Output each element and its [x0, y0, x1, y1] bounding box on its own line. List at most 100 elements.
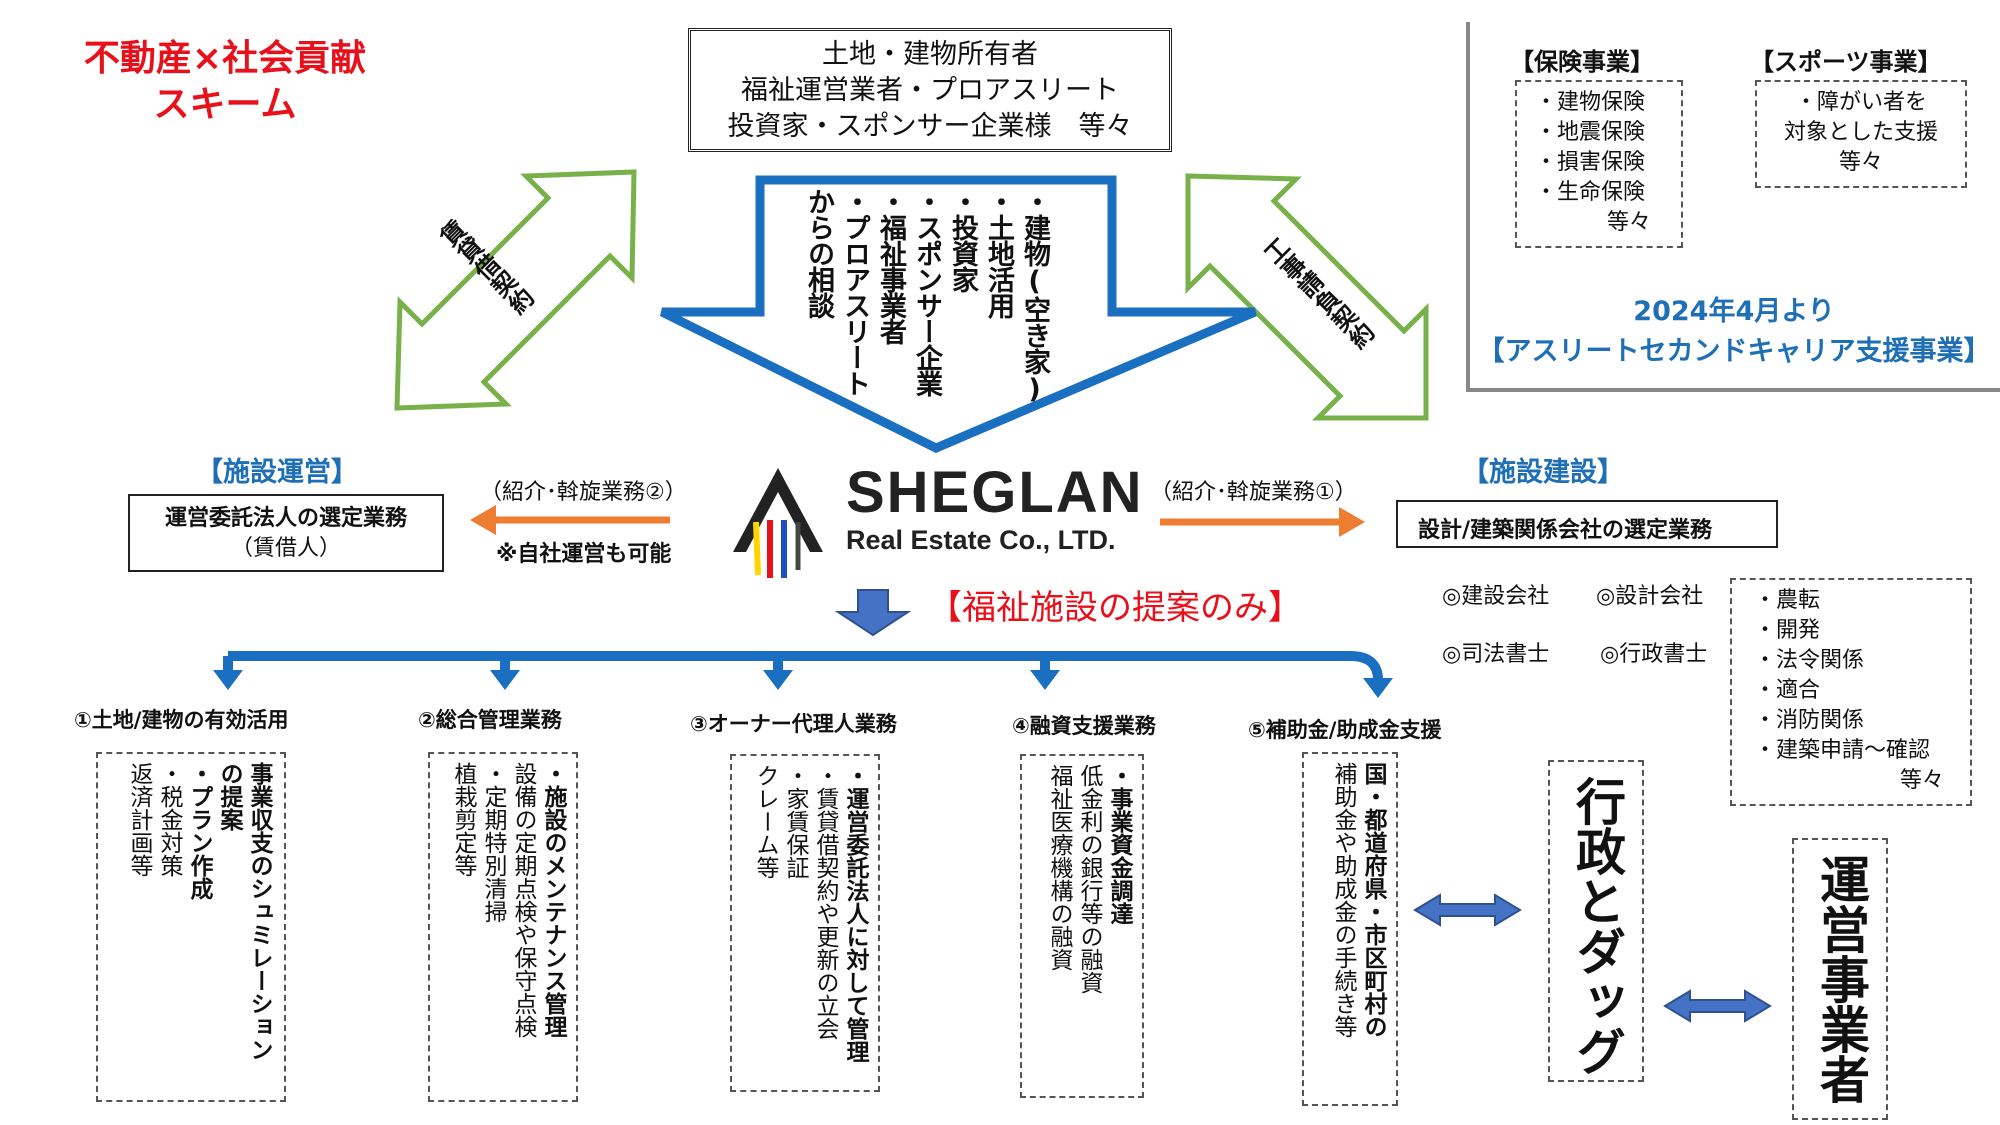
service-1-col-1: 事業収支のシュミレーション — [246, 762, 272, 1061]
athlete-program: 【アスリートセカンドキャリア支援事業】 — [1477, 336, 1991, 367]
partner-admin-scrivener: ◎行政書士 — [1600, 642, 1708, 667]
owners-box: 土地・建物所有者 福祉運営業者・プロアスリート 投資家・スポンサー企業様 等々 — [688, 28, 1172, 152]
permit-item-6: ・建築申請～確認 — [1754, 738, 1931, 763]
service-3-col-3: ・家賃保証 — [782, 764, 808, 879]
sports-box: ・障がい者を 対象とした支援 等々 — [1755, 80, 1967, 188]
insurance-item-3: ・損害保険 — [1535, 150, 1646, 175]
service-4-content: ・事業資金調達 低金利の銀行等の融資 福祉医療機構の融資 — [1044, 764, 1134, 1092]
service-5-col-2: 補助金や助成金の手続き等 — [1330, 762, 1356, 1038]
service-1-col-5: 返済計画等 — [126, 762, 152, 877]
permit-item-1: ・農転 — [1754, 588, 1821, 613]
service-4-col-3: 福祉医療機構の融資 — [1046, 764, 1072, 971]
insurance-item-4: ・生命保険 — [1535, 180, 1646, 205]
partner-design: ◎設計会社 — [1596, 584, 1704, 609]
sports-title: 【スポーツ事業】 — [1750, 48, 1942, 76]
consult-item-4: ・スポンサー企業 — [911, 188, 942, 396]
intro-2-label: （紹介･斡旋業務②） — [480, 480, 687, 505]
owners-line-3: 投資家・スポンサー企業様 等々 — [727, 111, 1133, 142]
athlete-career-note: 2024年4月より 【アスリートセカンドキャリア支援事業】 — [1468, 292, 2000, 372]
insurance-item-2: ・地震保険 — [1535, 120, 1646, 145]
service-1-col-4: ・税金対策 — [156, 762, 182, 877]
scheme-title-line1: 不動産×社会貢献 — [83, 38, 367, 79]
service-5-box: 国・都道府県・市区町村の 補助金や助成金の手続き等 — [1302, 752, 1398, 1106]
big-down-arrow — [659, 175, 1257, 453]
service-3-title: ③オーナー代理人業務 — [690, 712, 897, 736]
service-2-box: ・施設のメンテナンス管理 設備の定期点検や保守点検 ・定期特別清掃 植栽剪定等 — [428, 752, 578, 1102]
scheme-title-line2: スキーム — [153, 84, 297, 125]
sheglan-logo: SHEGLAN Real Estate Co., LTD. — [846, 460, 1144, 556]
operator-box: 運営事業者 — [1792, 838, 1888, 1120]
facility-build-heading: 【施設建設】 — [1462, 457, 1624, 488]
logo-down-arrow — [834, 589, 912, 637]
branch-arrowheads — [213, 670, 1393, 698]
service-5-col-1: 国・都道府県・市区町村の — [1360, 762, 1386, 1038]
service-5-title: ⑤補助金/助成金支援 — [1248, 718, 1442, 742]
owners-line-2: 福祉運営業者・プロアスリート — [741, 75, 1119, 106]
service-4-col-2: 低金利の銀行等の融資 — [1076, 764, 1102, 994]
branch-drops — [223, 651, 1383, 681]
self-operation-note: ※自社運営も可能 — [496, 542, 672, 567]
double-arrow-operator — [1663, 989, 1772, 1023]
service-4-col-1: ・事業資金調達 — [1106, 764, 1132, 925]
service-2-col-3: ・定期特別清掃 — [480, 762, 506, 923]
service-1-col-3: ・プラン作成 — [186, 762, 212, 900]
permit-suffix: 等々 — [1900, 768, 1945, 793]
orange-arrow-right — [1160, 507, 1365, 537]
permit-item-3: ・法令関係 — [1754, 648, 1865, 673]
sports-item-2: 対象とした支援 — [1783, 120, 1938, 145]
insurance-box: ・建物保険 ・地震保険 ・損害保険 ・生命保険 等々 — [1515, 80, 1683, 248]
service-1-content: 事業収支のシュミレーション の提案 ・プラン作成 ・税金対策 返済計画等 — [124, 762, 274, 1096]
permits-box: ・農転 ・開発 ・法令関係 ・適合 ・消防関係 ・建築申請～確認 等々 — [1730, 578, 1972, 806]
consult-item-2: ・土地活用 — [983, 188, 1014, 318]
athlete-frame-line — [1466, 22, 2000, 392]
service-4-title: ④融資支援業務 — [1012, 714, 1156, 738]
sheglan-logo-mark — [733, 468, 823, 578]
logo-name: SHEGLAN — [846, 460, 1144, 525]
service-3-col-2: ・賃貸借契約や更新の立会 — [812, 764, 838, 1040]
consult-item-7: からの相談 — [803, 188, 834, 318]
service-2-col-2: 設備の定期点検や保守点検 — [510, 762, 536, 1038]
permit-item-5: ・消防関係 — [1754, 708, 1865, 733]
service-2-content: ・施設のメンテナンス管理 設備の定期点検や保守点検 ・定期特別清掃 植栽剪定等 — [448, 762, 568, 1096]
partner-judicial-scrivener: ◎司法書士 — [1442, 642, 1550, 667]
service-1-box: 事業収支のシュミレーション の提案 ・プラン作成 ・税金対策 返済計画等 — [96, 752, 286, 1102]
service-1-col-2: の提案 — [216, 762, 242, 831]
service-3-content: ・運営委託法人に対して管理 ・賃貸借契約や更新の立会 ・家賃保証 クレーム等 — [750, 764, 870, 1086]
sports-item-1: ・障がい者を — [1794, 90, 1927, 115]
consult-item-5: ・福祉事業者 — [875, 188, 906, 344]
orange-arrow-left — [470, 505, 670, 535]
insurance-item-1: ・建物保険 — [1535, 90, 1646, 115]
facility-ops-sub: （賃借人） — [230, 536, 341, 561]
consultation-sources: ・建物(空き家) ・土地活用 ・投資家 ・スポンサー企業 ・福祉事業者 ・プロア… — [800, 188, 1052, 428]
partner-construction: ◎建設会社 — [1442, 584, 1550, 609]
consult-item-1: ・建物(空き家) — [1019, 188, 1050, 404]
service-3-col-1: ・運営委託法人に対して管理 — [842, 764, 868, 1063]
logo-sub: Real Estate Co., LTD. — [846, 525, 1116, 555]
gov-text: 行政とダッグ — [1568, 776, 1626, 1076]
service-5-content: 国・都道府県・市区町村の 補助金や助成金の手続き等 — [1328, 762, 1388, 1100]
athlete-date: 2024年4月より — [1633, 296, 1835, 327]
right-green-double-arrow — [1185, 173, 1429, 421]
double-arrow-gov — [1413, 893, 1522, 927]
service-3-box: ・運営委託法人に対して管理 ・賃貸借契約や更新の立会 ・家賃保証 クレーム等 — [730, 754, 880, 1092]
service-3-col-4: クレーム等 — [752, 764, 778, 879]
operator-text: 運営事業者 — [1812, 854, 1870, 1104]
service-1-title: ①土地/建物の有効活用 — [74, 708, 289, 732]
facility-ops-box: 運営委託法人の選定業務 （賃借人） — [128, 494, 444, 572]
permit-item-2: ・開発 — [1754, 618, 1821, 643]
facility-ops-title: 運営委託法人の選定業務 — [164, 506, 407, 531]
service-4-box: ・事業資金調達 低金利の銀行等の融資 福祉医療機構の融資 — [1020, 754, 1144, 1098]
left-green-double-arrow — [394, 169, 637, 411]
insurance-suffix: 等々 — [1607, 210, 1652, 235]
service-2-col-4: 植栽剪定等 — [450, 762, 476, 877]
consult-item-6: ・プロアスリート — [839, 188, 870, 396]
owners-line-1: 土地・建物所有者 — [822, 39, 1038, 70]
consult-item-3: ・投資家 — [947, 188, 978, 292]
welfare-proposal-only: 【福祉施設の提案のみ】 — [928, 588, 1302, 628]
service-2-col-1: ・施設のメンテナンス管理 — [540, 762, 566, 1038]
insurance-title: 【保険事業】 — [1510, 48, 1654, 76]
facility-build-title: 設計/建築関係会社の選定業務 — [1418, 518, 1713, 543]
facility-ops-heading: 【施設運営】 — [196, 457, 358, 488]
gov-box: 行政とダッグ — [1548, 760, 1644, 1082]
